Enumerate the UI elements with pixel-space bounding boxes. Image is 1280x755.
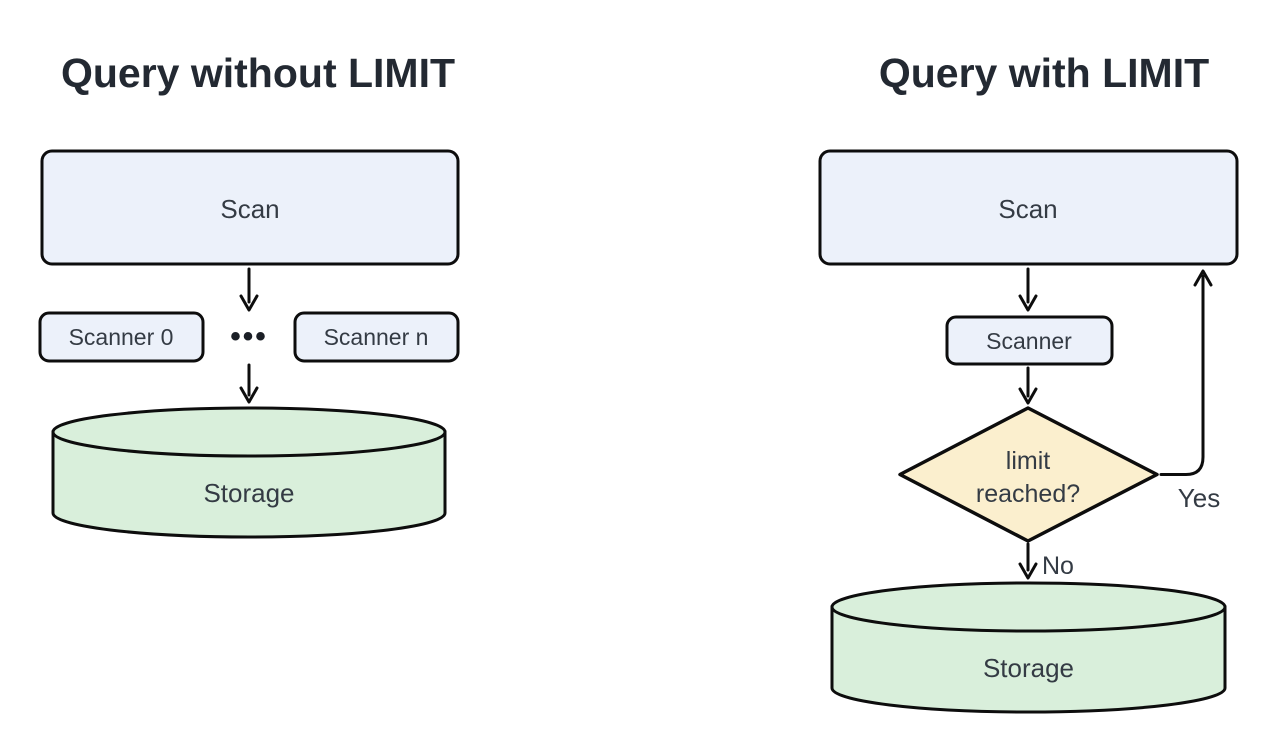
right-diagram-title: Query with LIMIT [879,50,1209,96]
left-scanner-n-label: Scanner n [324,324,429,350]
left-scanner0-label: Scanner 0 [69,324,174,350]
right-scanner-label: Scanner [986,328,1072,354]
decision-label-line1: limit [1006,447,1050,475]
right-storage-top [830,581,1227,633]
decision-label-line2: reached? [976,480,1080,508]
ellipsis-icon: ••• [230,320,268,353]
left-scanner0-node [38,311,205,363]
right-scanner-node [945,315,1114,366]
right-scan-label: Scan [998,194,1057,224]
right-arrow-scan-to-scanner [1018,267,1038,312]
no-edge-label: No [1042,552,1074,580]
no-edge [1018,542,1038,580]
diagram-query-without-limit: Query without LIMIT Scan Scanner 0 ••• S… [38,50,460,539]
left-arrow-scan-to-scanners [239,267,259,312]
left-storage-node: Storage [51,406,447,539]
right-scan-node [818,149,1239,266]
left-arrow-scanners-to-storage [239,363,259,404]
left-scan-label: Scan [220,194,279,224]
left-scanner-n-node [293,311,460,363]
left-storage-label: Storage [203,478,294,508]
left-diagram-title: Query without LIMIT [61,50,455,96]
right-arrow-scanner-to-decision [1018,366,1038,405]
left-storage-body [51,430,447,539]
right-storage-label: Storage [983,653,1074,683]
decision-diamond [898,406,1159,543]
left-scan-node [40,149,460,266]
yes-loop-edge [1159,269,1213,476]
left-storage-top [51,406,447,458]
diagram-query-with-limit: Query with LIMIT Scan Scanner limit reac… [818,50,1239,714]
right-storage-node: Storage [830,581,1227,714]
yes-edge-label: Yes [1178,483,1220,513]
limit-reached-decision-node: limit reached? [898,406,1159,543]
right-storage-body [830,605,1227,714]
